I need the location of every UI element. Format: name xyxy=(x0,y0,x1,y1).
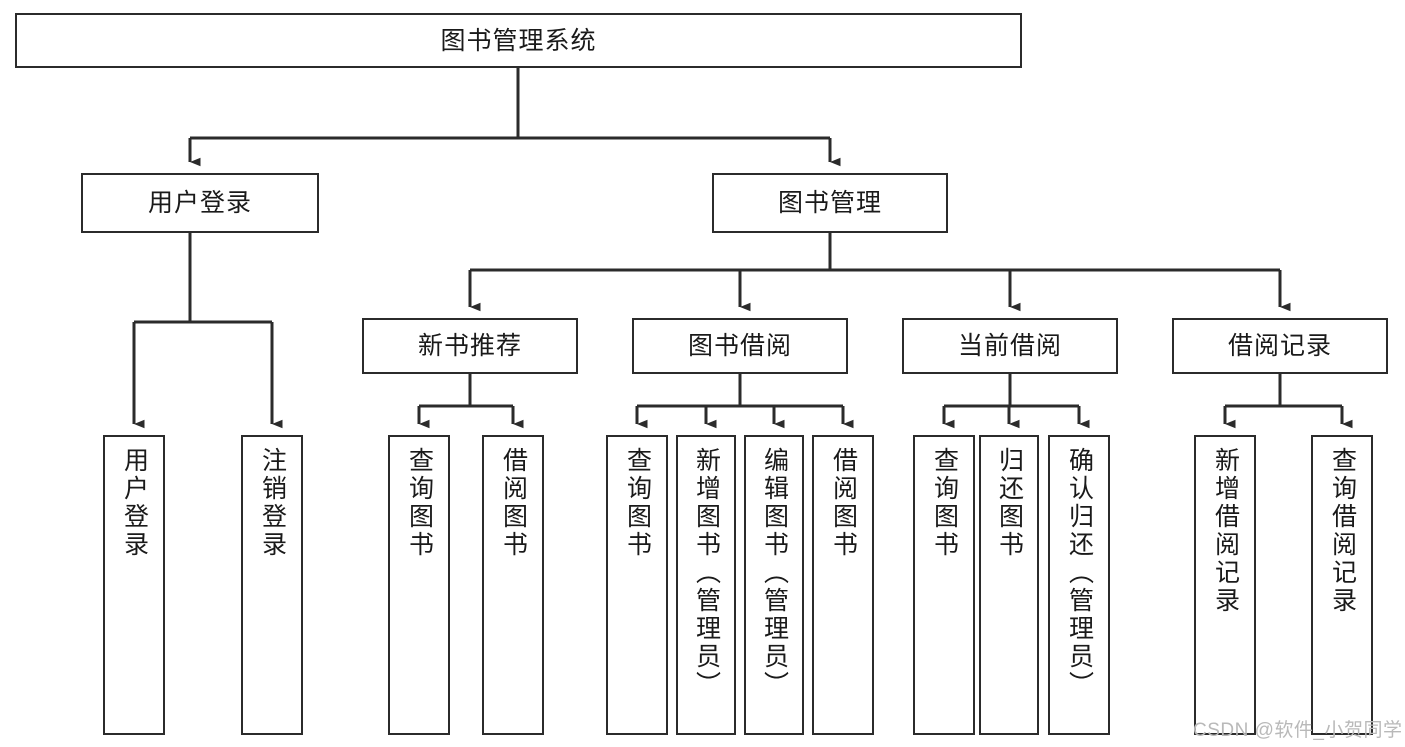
node-label: 图书管理系统 xyxy=(440,26,597,55)
leaf-current-borrow-query-books[interactable]: 查询图书 xyxy=(913,435,975,735)
node-label: 借阅图书 xyxy=(829,447,858,559)
node-current-borrowing[interactable]: 当前借阅 xyxy=(902,318,1118,374)
leaf-book-borrow-add-book-admin[interactable]: 新增图书（管理员） xyxy=(676,435,736,735)
node-label: 查询图书 xyxy=(623,447,652,559)
leaf-user-login-login[interactable]: 用户登录 xyxy=(103,435,165,735)
node-label: 查询图书 xyxy=(405,447,434,559)
leaf-book-borrow-query-books[interactable]: 查询图书 xyxy=(606,435,668,735)
csdn-watermark: CSDN @软件_小贺同学 xyxy=(1193,720,1403,741)
leaf-current-borrow-return-books[interactable]: 归还图书 xyxy=(979,435,1039,735)
node-label: 编辑图书（管理员） xyxy=(760,447,789,699)
node-book-management[interactable]: 图书管理 xyxy=(712,173,948,233)
node-label: 用户登录 xyxy=(120,447,149,559)
node-label: 图书借阅 xyxy=(687,332,792,360)
node-new-book-recommendation[interactable]: 新书推荐 xyxy=(362,318,578,374)
leaf-current-borrow-confirm-return-admin[interactable]: 确认归还（管理员） xyxy=(1048,435,1110,735)
node-label: 归还图书 xyxy=(995,447,1024,559)
node-label: 图书管理 xyxy=(777,189,882,217)
leaf-new-book-query-books[interactable]: 查询图书 xyxy=(388,435,450,735)
node-label: 注销登录 xyxy=(258,447,287,559)
leaf-new-book-borrow-books[interactable]: 借阅图书 xyxy=(482,435,544,735)
node-label: 新增图书（管理员） xyxy=(692,447,721,699)
node-label: 查询借阅记录 xyxy=(1328,447,1357,615)
node-label: 当前借阅 xyxy=(957,332,1062,360)
node-label: 查询图书 xyxy=(930,447,959,559)
node-label: 借阅图书 xyxy=(499,447,528,559)
node-borrowing-records[interactable]: 借阅记录 xyxy=(1172,318,1388,374)
node-label: 确认归还（管理员） xyxy=(1065,447,1094,699)
node-book-borrowing[interactable]: 图书借阅 xyxy=(632,318,848,374)
node-label: 借阅记录 xyxy=(1227,332,1332,360)
leaf-book-borrow-borrow-books[interactable]: 借阅图书 xyxy=(812,435,874,735)
node-label: 新书推荐 xyxy=(417,332,522,360)
node-user-login[interactable]: 用户登录 xyxy=(81,173,319,233)
leaf-book-borrow-edit-book-admin[interactable]: 编辑图书（管理员） xyxy=(744,435,804,735)
node-label: 用户登录 xyxy=(147,189,252,217)
node-label: 新增借阅记录 xyxy=(1211,447,1240,615)
leaf-user-login-logout[interactable]: 注销登录 xyxy=(241,435,303,735)
node-root-book-management-system[interactable]: 图书管理系统 xyxy=(15,13,1022,68)
leaf-borrow-record-add-record[interactable]: 新增借阅记录 xyxy=(1194,435,1256,735)
leaf-borrow-record-query-record[interactable]: 查询借阅记录 xyxy=(1311,435,1373,735)
